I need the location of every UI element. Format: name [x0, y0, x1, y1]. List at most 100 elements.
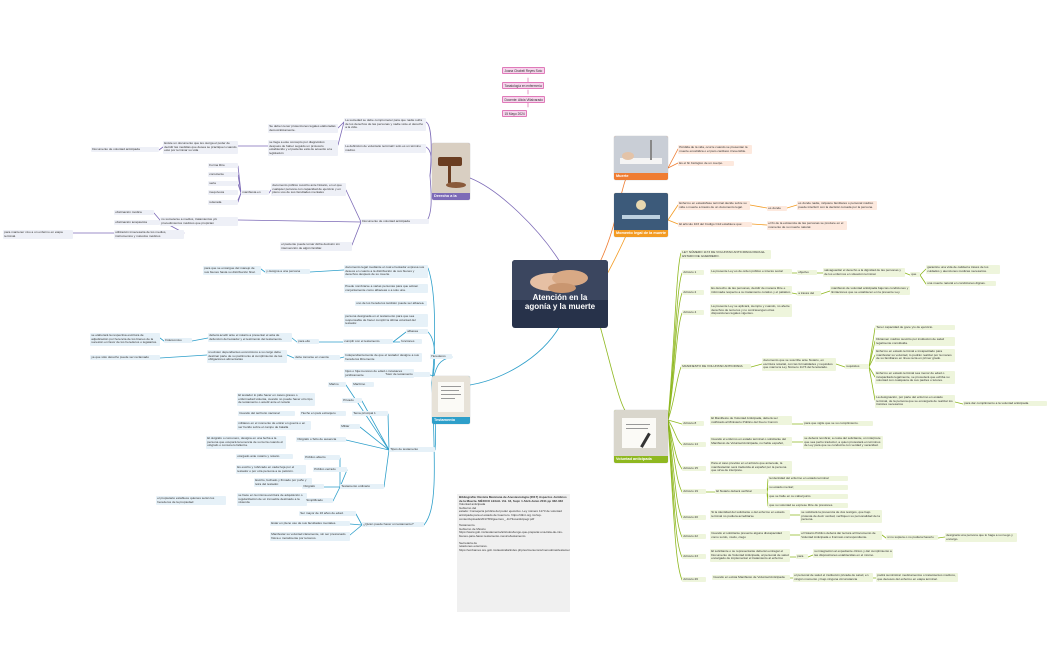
topic-node[interactable]: Cuando el solicitante presente alguna di…: [710, 531, 790, 540]
branch-testamento[interactable]: Testamento: [432, 376, 470, 424]
topic-node[interactable]: seria: [208, 181, 238, 187]
branch-momento[interactable]: Momento legal de la muerte: [614, 193, 668, 237]
topic-node[interactable]: Artículo 14: [682, 442, 706, 448]
topic-node[interactable]: Tener capacidad de goce y/o de ejercicio…: [875, 325, 955, 331]
topic-node[interactable]: requisitos: [845, 364, 869, 370]
topic-node[interactable]: hijos o hija menores de edad o incapaces…: [344, 369, 414, 378]
topic-node[interactable]: LEY NÚMERO 1173 DE VOLUNTAD ANTICIPADA P…: [681, 250, 771, 259]
topic-node[interactable]: Privado: [342, 398, 362, 404]
topic-node[interactable]: El Notario deberá verificar: [715, 489, 767, 495]
topic-node[interactable]: garantice una vida de calidad a través d…: [926, 265, 1000, 274]
topic-node[interactable]: para mantener vivo a un enfermo en etapa…: [3, 230, 73, 239]
topic-node[interactable]: La definición de voluntario terminal= só…: [344, 144, 426, 153]
topic-node[interactable]: Para el caso previsto en el artículo que…: [710, 461, 792, 474]
topic-node[interactable]: que su voluntad se exprese libre de pres…: [768, 503, 848, 509]
topic-node[interactable]: Tutor de testamento: [384, 372, 430, 378]
topic-node[interactable]: el Notario Público deberá dar lectura al…: [800, 531, 882, 540]
topic-node[interactable]: Artículo 22: [682, 534, 706, 540]
topic-node[interactable]: para: [796, 554, 808, 560]
topic-node[interactable]: ¿Quién puede hacer un testamento?: [362, 522, 424, 528]
topic-node[interactable]: funciones: [400, 339, 422, 345]
topic-node[interactable]: la identidad del enfermo en estado termi…: [768, 476, 848, 482]
topic-node[interactable]: Existe un documento que les otorga el po…: [163, 141, 238, 154]
topic-node[interactable]: Militar: [340, 424, 360, 430]
topic-node[interactable]: Tema principal 1: [352, 411, 388, 417]
topic-node[interactable]: Artículo 15: [682, 466, 706, 472]
topic-node[interactable]: deberá acudir ante el notario a presenta…: [208, 333, 292, 342]
topic-node[interactable]: albacea: [406, 329, 428, 335]
topic-node[interactable]: su integración al expediente clínico y d…: [813, 549, 893, 558]
topic-node[interactable]: documento que se suscribe ante Notario, …: [762, 358, 836, 371]
topic-node[interactable]: Documento de voluntad anticipada: [91, 147, 159, 153]
topic-node[interactable]: obstinación médica: [114, 210, 154, 216]
topic-node[interactable]: La sociedad se debe comprometer para que…: [344, 118, 426, 131]
topic-node[interactable]: ya que sólo derecho puede ser reclamado: [90, 355, 160, 361]
topic-node[interactable]: Cuando el enfermo en estado terminal o s…: [710, 437, 792, 446]
topic-node[interactable]: manifiesta en: [241, 190, 269, 196]
topic-node[interactable]: Artículo 8: [682, 421, 704, 427]
topic-node[interactable]: documento legal mediante el cual el test…: [344, 265, 428, 278]
topic-node[interactable]: Ológrafo o Sólo de ausencia: [296, 437, 346, 443]
topic-node[interactable]: no someterse a medios, tratamientos y/o …: [160, 217, 238, 226]
topic-node[interactable]: Público abierto: [304, 455, 340, 461]
topic-node[interactable]: La presente Ley es de orden público e in…: [710, 269, 792, 275]
topic-node[interactable]: Enfermo en estado terminal sea menor de …: [875, 371, 955, 384]
topic-node[interactable]: persona designada en el testamento para …: [344, 314, 428, 327]
topic-node[interactable]: Es derecho de las personas, decidir de m…: [710, 286, 792, 295]
topic-node[interactable]: Herederos: [430, 354, 452, 360]
topic-node[interactable]: Documento de voluntad anticipada: [361, 219, 429, 225]
topic-node[interactable]: Artículo 19: [682, 489, 706, 495]
topic-node[interactable]: Tipos de testamento: [389, 447, 435, 453]
topic-node[interactable]: que: [910, 272, 920, 278]
topic-node[interactable]: Es el fin biológico de un cuerpo.: [678, 161, 734, 167]
topic-node[interactable]: Artículo 4: [682, 310, 704, 316]
topic-node[interactable]: Artículo 1: [682, 270, 704, 276]
topic-node[interactable]: si existen dependientes económicos a su …: [207, 350, 287, 363]
topic-node[interactable]: Se deben tener protecciones legales elab…: [268, 124, 338, 133]
topic-node[interactable]: Artículo 20: [682, 515, 706, 521]
topic-node[interactable]: Hecho en país extranjero: [300, 411, 346, 417]
topic-node[interactable]: Simplificado: [305, 498, 333, 504]
topic-node[interactable]: para que se encargue del manejo de sus b…: [203, 266, 261, 275]
topic-node[interactable]: El artículo 103 del Código Civil estable…: [678, 222, 752, 228]
topic-node[interactable]: Manifestar su voluntad claramente, sin s…: [270, 532, 350, 541]
topic-node[interactable]: y designa a una persona: [265, 269, 310, 275]
topic-node[interactable]: El solicitante o su representante deberá…: [710, 549, 790, 562]
topic-node[interactable]: Puede nombrarse a varias personas para q…: [344, 284, 428, 293]
branch-derecho[interactable]: Derecho a la muerte: [432, 143, 470, 200]
topic-node[interactable]: Es escrito y rubricado en cada hoja por …: [236, 465, 306, 474]
topic-node[interactable]: salvaguardar el derecho a la dignidad de…: [823, 268, 905, 277]
topic-node[interactable]: Testamento ordinario: [340, 484, 384, 490]
topic-node[interactable]: Artículo 2: [682, 290, 704, 296]
topic-node[interactable]: inequívoca: [208, 190, 238, 196]
topic-node[interactable]: La presente Ley se aplicará, siempre y c…: [710, 304, 792, 317]
topic-node[interactable]: consciente: [208, 172, 238, 178]
topic-node[interactable]: Forma libre: [208, 163, 238, 169]
topic-node[interactable]: el fin de la existencia de las personas …: [767, 221, 847, 230]
topic-node[interactable]: utilización innecesaria de los medios, i…: [114, 230, 184, 239]
topic-node[interactable]: militares en el momento de entrar en gue…: [237, 421, 311, 430]
topic-node[interactable]: La designación, por parte del enfermo en…: [875, 395, 955, 408]
topic-node[interactable]: debe tomarse en cuenta: [294, 355, 340, 361]
topic-node[interactable]: su estado mental;: [768, 485, 848, 491]
topic-node[interactable]: es donde nadie, ni/quiere familiares o p…: [797, 201, 877, 210]
branch-muerte[interactable]: Muerte: [614, 136, 668, 180]
topic-node[interactable]: el propietario establece quiénes serán l…: [156, 496, 226, 505]
topic-node[interactable]: podrá suministrar medicamentos o tratami…: [876, 573, 958, 582]
topic-node[interactable]: Independientemente de que el testador de…: [344, 353, 422, 362]
topic-node[interactable]: documento público suscrito ante Notario,…: [271, 183, 346, 196]
topic-node[interactable]: Estar en pleno uso de sus facultades men…: [270, 521, 350, 527]
topic-node[interactable]: designará una persona que lo haga a su r…: [945, 533, 1017, 542]
topic-node[interactable]: se deberá nombrar, a costa del solicitan…: [803, 436, 883, 449]
topic-node[interactable]: obstinación terapéutica: [114, 220, 160, 226]
topic-node[interactable]: para dar cumplimiento a la voluntad anti…: [963, 401, 1047, 407]
topic-node[interactable]: cumplir con el testamento: [343, 339, 393, 345]
topic-node[interactable]: se solicitará la presencia de dos testig…: [800, 510, 882, 523]
topic-node[interactable]: reiterada: [208, 200, 238, 206]
topic-node[interactable]: si no supiera o no pudiera hacerlo: [886, 535, 938, 541]
topic-node[interactable]: Artículo 26: [682, 577, 706, 583]
topic-node[interactable]: es donde: [767, 206, 787, 212]
topic-node[interactable]: Público cerrado: [313, 467, 347, 473]
topic-node[interactable]: El testador lo pide hacer en casos grave…: [237, 393, 315, 406]
